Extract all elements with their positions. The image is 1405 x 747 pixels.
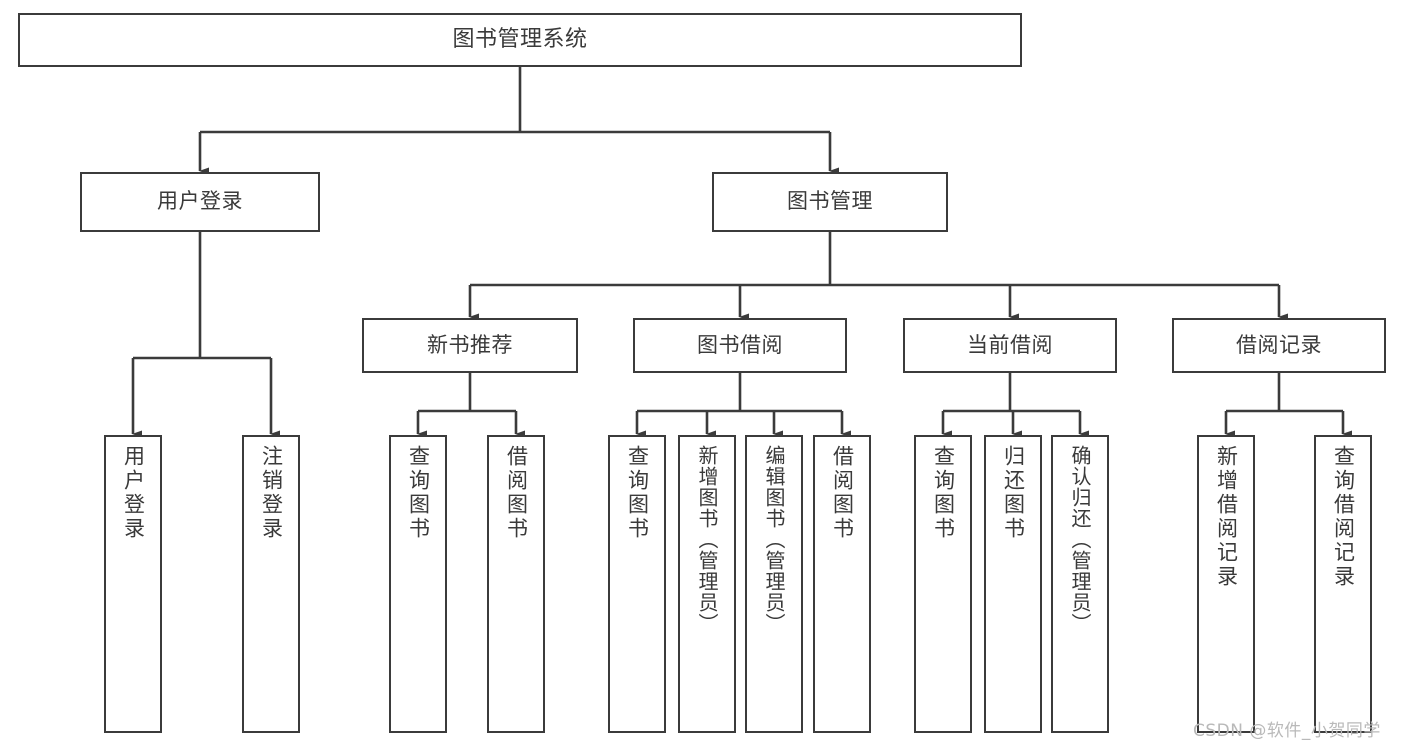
leaf-confirm-return[interactable]: 确认归还（管理员） [1051, 435, 1109, 733]
leaf-logout[interactable]: 注销登录 [242, 435, 300, 733]
node-user-login-label: 用户登录 [157, 189, 243, 214]
leaf-add-borrow-record[interactable]: 新增借阅记录 [1197, 435, 1255, 733]
leaf-borrow-book-2[interactable]: 借阅图书 [813, 435, 871, 733]
leaf-logout-label: 注销登录 [259, 445, 284, 541]
node-user-login[interactable]: 用户登录 [80, 172, 320, 232]
leaf-borrow-book-1-label: 借阅图书 [504, 445, 529, 541]
leaf-query-book-3[interactable]: 查询图书 [914, 435, 972, 733]
node-borrow-record[interactable]: 借阅记录 [1172, 318, 1386, 373]
leaf-query-borrow-record-label: 查询借阅记录 [1331, 445, 1356, 589]
node-new-book-recommend-label: 新书推荐 [427, 332, 513, 357]
node-borrow-record-label: 借阅记录 [1236, 332, 1322, 357]
leaf-query-book-3-label: 查询图书 [931, 445, 956, 541]
node-root[interactable]: 图书管理系统 [18, 13, 1022, 67]
leaf-confirm-return-label: 确认归还（管理员） [1068, 445, 1092, 634]
leaf-user-login-label: 用户登录 [121, 445, 146, 541]
leaf-query-borrow-record[interactable]: 查询借阅记录 [1314, 435, 1372, 733]
leaf-edit-book[interactable]: 编辑图书（管理员） [745, 435, 803, 733]
leaf-borrow-book-2-label: 借阅图书 [830, 445, 855, 541]
leaf-query-book-1[interactable]: 查询图书 [389, 435, 447, 733]
leaf-add-book-label: 新增图书（管理员） [695, 445, 719, 634]
leaf-borrow-book-1[interactable]: 借阅图书 [487, 435, 545, 733]
leaf-query-book-2-label: 查询图书 [625, 445, 650, 541]
csdn-watermark: CSDN @软件_小贺同学 [1193, 721, 1381, 741]
node-book-borrow[interactable]: 图书借阅 [633, 318, 847, 373]
node-book-borrow-label: 图书借阅 [697, 332, 783, 357]
edge-group [131, 67, 1352, 438]
leaf-query-book-1-label: 查询图书 [406, 445, 431, 541]
leaf-return-book-label: 归还图书 [1001, 445, 1026, 541]
node-current-borrow-label: 当前借阅 [967, 332, 1053, 357]
leaf-user-login[interactable]: 用户登录 [104, 435, 162, 733]
leaf-add-book[interactable]: 新增图书（管理员） [678, 435, 736, 733]
leaf-add-borrow-record-label: 新增借阅记录 [1214, 445, 1239, 589]
node-root-label: 图书管理系统 [452, 26, 588, 52]
leaf-query-book-2[interactable]: 查询图书 [608, 435, 666, 733]
leaf-edit-book-label: 编辑图书（管理员） [762, 445, 786, 634]
node-new-book-recommend[interactable]: 新书推荐 [362, 318, 578, 373]
node-book-manage-label: 图书管理 [787, 189, 873, 214]
leaf-return-book[interactable]: 归还图书 [984, 435, 1042, 733]
node-book-manage[interactable]: 图书管理 [712, 172, 948, 232]
node-current-borrow[interactable]: 当前借阅 [903, 318, 1117, 373]
